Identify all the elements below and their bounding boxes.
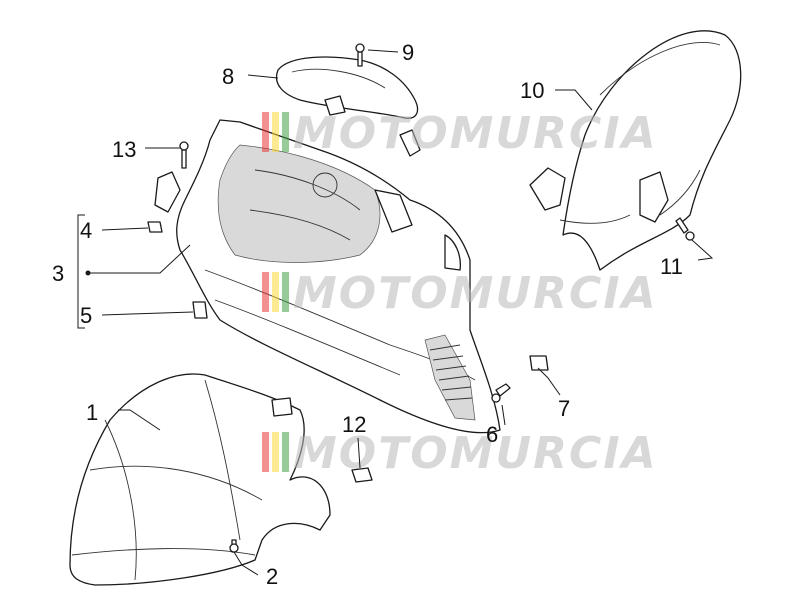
- callout-labels: 1 2 3 4 5 6 7 8 9 10 11 12 13: [52, 40, 683, 589]
- callout-10: 10: [520, 78, 544, 103]
- callout-11: 11: [660, 254, 683, 279]
- bracket-3: [154, 171, 181, 213]
- leader-lines: [77, 49, 714, 576]
- handle-cover-part: [275, 56, 421, 157]
- callout-6: 6: [486, 422, 498, 447]
- callout-2: 2: [266, 564, 278, 589]
- leader-6: [501, 404, 506, 426]
- rear-mudguard-part: [529, 30, 742, 271]
- leader-4: [101, 227, 149, 231]
- callout-7: 7: [558, 396, 570, 421]
- watermark-top: MOTOMURCIA: [262, 108, 658, 159]
- callout-12: 12: [342, 412, 366, 437]
- callout-8: 8: [222, 64, 234, 89]
- watermark-text: MOTOMURCIA: [293, 428, 658, 479]
- callout-3: 3: [52, 261, 64, 286]
- callout-5: 5: [80, 303, 92, 328]
- screw-11: [675, 217, 695, 241]
- leader-2: [233, 551, 259, 576]
- screw-9: [355, 43, 365, 67]
- leader-5: [101, 311, 194, 316]
- inner-shield-part: [176, 119, 501, 434]
- clip-12: [351, 467, 373, 483]
- leader-11: [691, 239, 714, 261]
- callout-4: 4: [80, 218, 92, 243]
- clip-7: [529, 355, 549, 371]
- watermark-text: MOTOMURCIA: [293, 108, 658, 159]
- watermark-bottom: MOTOMURCIA: [262, 428, 658, 479]
- leader-10: [555, 89, 593, 111]
- bracket-dot: [85, 270, 91, 276]
- leader-3: [88, 244, 191, 274]
- callout-1: 1: [86, 400, 98, 425]
- watermark-text: MOTOMURCIA: [293, 268, 658, 319]
- watermark-middle: MOTOMURCIA: [262, 268, 658, 319]
- leader-1: [118, 409, 161, 431]
- leader-7: [537, 367, 561, 396]
- screw-13: [179, 141, 189, 169]
- leader-12: [357, 437, 361, 469]
- clip-4: [147, 221, 163, 233]
- front-mudguard-part: [69, 373, 331, 586]
- clip-5: [192, 301, 208, 319]
- leader-8: [247, 74, 279, 79]
- leader-3-bracket: [77, 214, 85, 329]
- callout-9: 9: [402, 40, 414, 65]
- callout-13: 13: [112, 137, 136, 162]
- leader-9: [367, 49, 399, 53]
- screw-6: [491, 383, 511, 403]
